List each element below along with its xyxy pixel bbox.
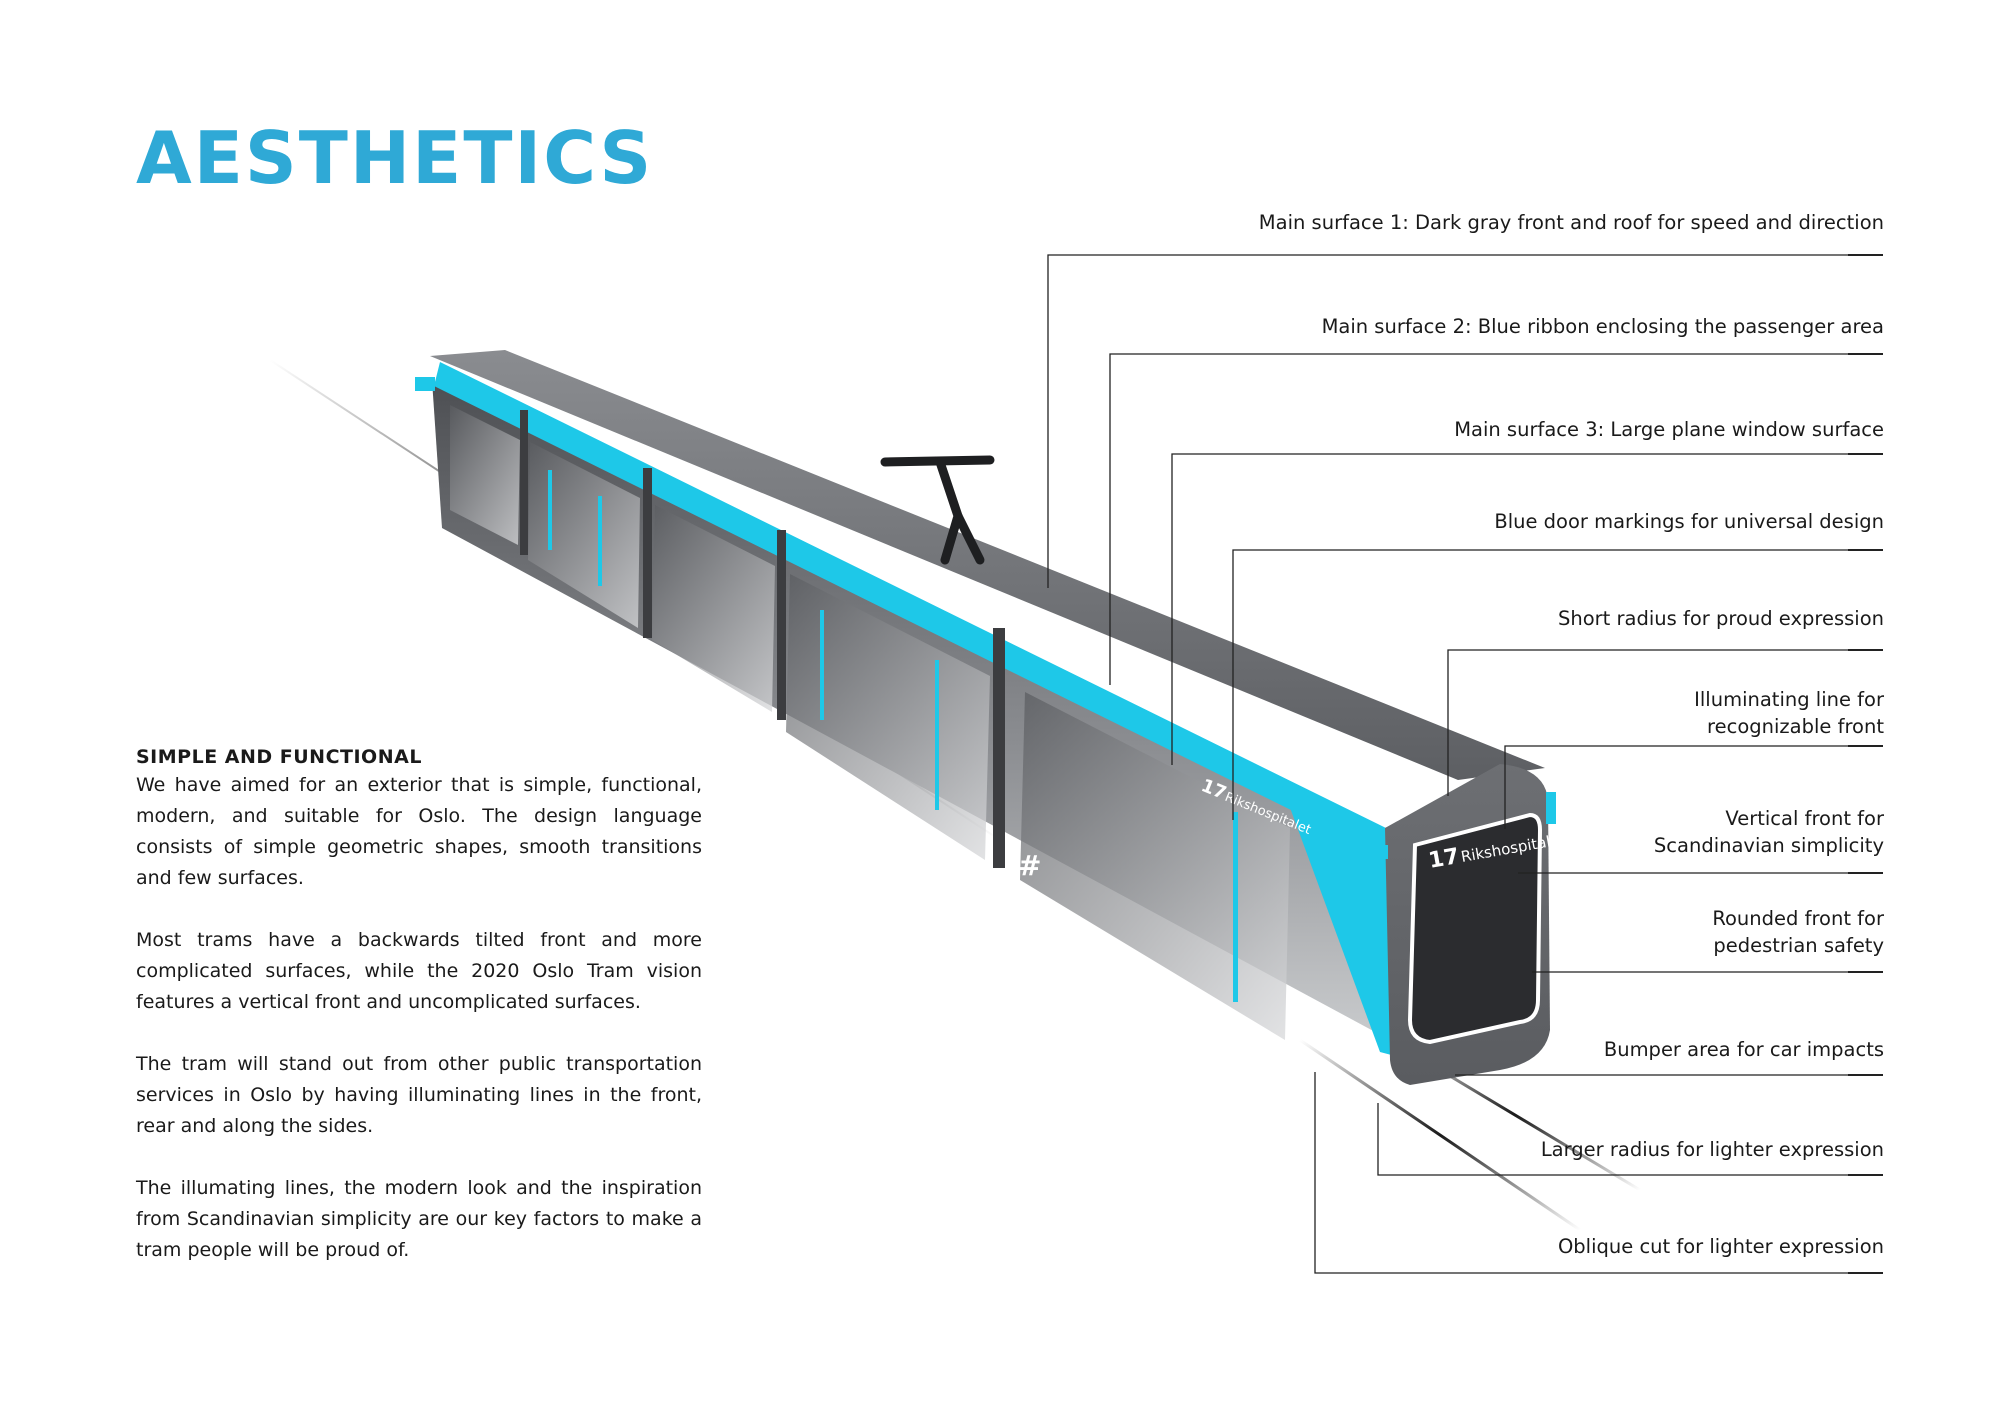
leader-line-11 [1314,1072,1883,1274]
leader-line-6 [1504,745,1883,829]
tram-roof [430,350,1545,780]
callout-main-surface-1: Main surface 1: Dark gray front and roof… [1258,211,1884,234]
pantograph [880,455,995,565]
callout-bumper-area: Bumper area for car impacts [1603,1038,1884,1061]
callout-vertical-front: Vertical front for Scandinavian simplici… [1653,807,1884,857]
side-window-section-2 [528,442,640,628]
side-window-section-1 [450,405,520,545]
intro-paragraph-2: Most trams have a backwards tilted front… [136,929,702,1013]
articulation-joint-4 [993,628,1005,868]
leader-line-2 [1109,353,1883,685]
callout-main-surface-2: Main surface 2: Blue ribbon enclosing th… [1321,315,1884,338]
left-mirror [1342,845,1388,859]
door-markings [548,470,1238,1002]
leader-line-1 [1047,254,1883,588]
intro-paragraph-4: The illumating lines, the modern look an… [136,1177,702,1261]
tram-blue-ribbon [434,362,1392,860]
intro-heading: SIMPLE AND FUNCTIONAL [136,746,422,768]
callout-main-surface-3: Main surface 3: Large plane window surfa… [1454,418,1884,441]
callout-door-markings: Blue door markings for universal design [1494,510,1884,533]
front-window [1407,812,1543,1045]
leader-line-5 [1447,649,1883,796]
side-symbol: # [1018,849,1041,882]
articulation-joint-1 [520,410,528,555]
callout-illuminating-line: Illuminating line for recognizable front [1694,688,1884,738]
tram: 17 Rikshospitalet # 17 Rikshospitalet [415,350,1567,1085]
side-window-section-5 [1020,692,1290,1040]
right-mirror [1546,792,1556,824]
side-window-section-3 [652,505,775,712]
leader-line-4 [1232,549,1883,820]
leader-line-3 [1171,453,1883,765]
callout-short-radius: Short radius for proud expression [1557,607,1884,630]
leader-line-10 [1377,1103,1883,1176]
intro-paragraph-3: The tram will stand out from other publi… [136,1053,702,1137]
leader-lines [1047,254,1883,1274]
articulation-joint-3 [777,530,786,720]
intro-paragraph-1: We have aimed for an exterior that is si… [136,774,702,889]
rear-mirror [415,377,435,391]
callout-oblique-cut: Oblique cut for lighter expression [1557,1235,1884,1258]
page-title: AESTHETICS [136,116,654,200]
front-route-number: 17 [1427,844,1462,874]
callout-larger-radius: Larger radius for lighter expression [1540,1138,1884,1161]
callout-rounded-front: Rounded front for pedestrian safety [1712,907,1884,957]
articulation-joint-2 [643,468,652,638]
intro-section: SIMPLE AND FUNCTIONAL We have aimed for … [136,746,702,1297]
